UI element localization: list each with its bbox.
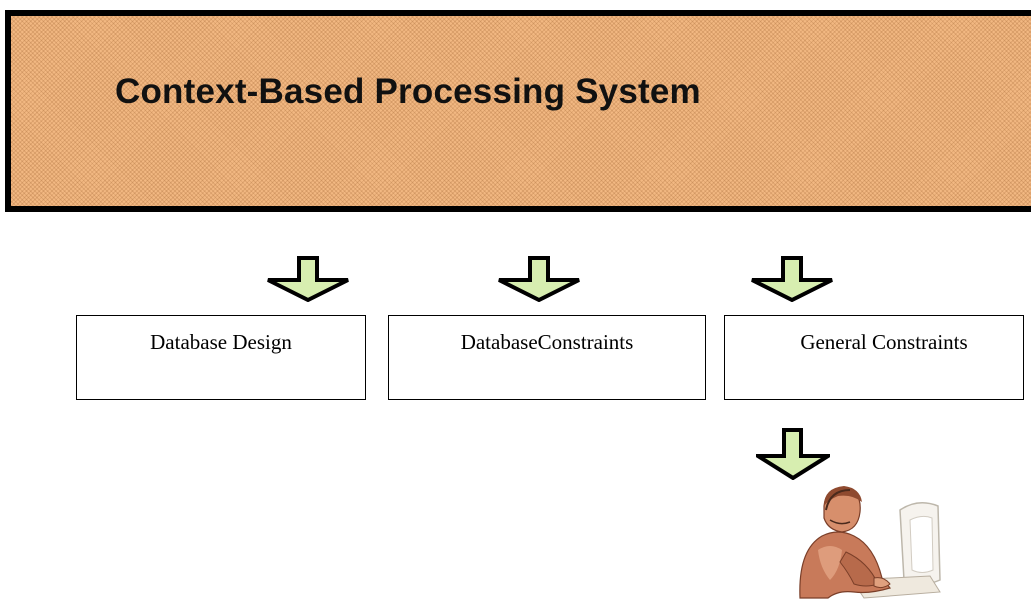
box-general-constraints: General Constraints (724, 315, 1024, 400)
box-label: General Constraints (800, 330, 968, 354)
box-label: DatabaseConstraints (460, 330, 634, 354)
banner-title: Context-Based Processing System (115, 72, 701, 111)
box-label: Database Design (150, 330, 292, 354)
down-arrow-icon (267, 256, 349, 302)
box-database-constraints: DatabaseConstraints (388, 315, 706, 400)
down-arrow-icon (751, 256, 833, 302)
person-at-computer-icon (799, 486, 941, 599)
down-arrow-icon (756, 428, 830, 480)
down-arrow-icon (498, 256, 580, 302)
box-database-design: Database Design (76, 315, 366, 400)
title-banner: Context-Based Processing System (5, 10, 1031, 212)
